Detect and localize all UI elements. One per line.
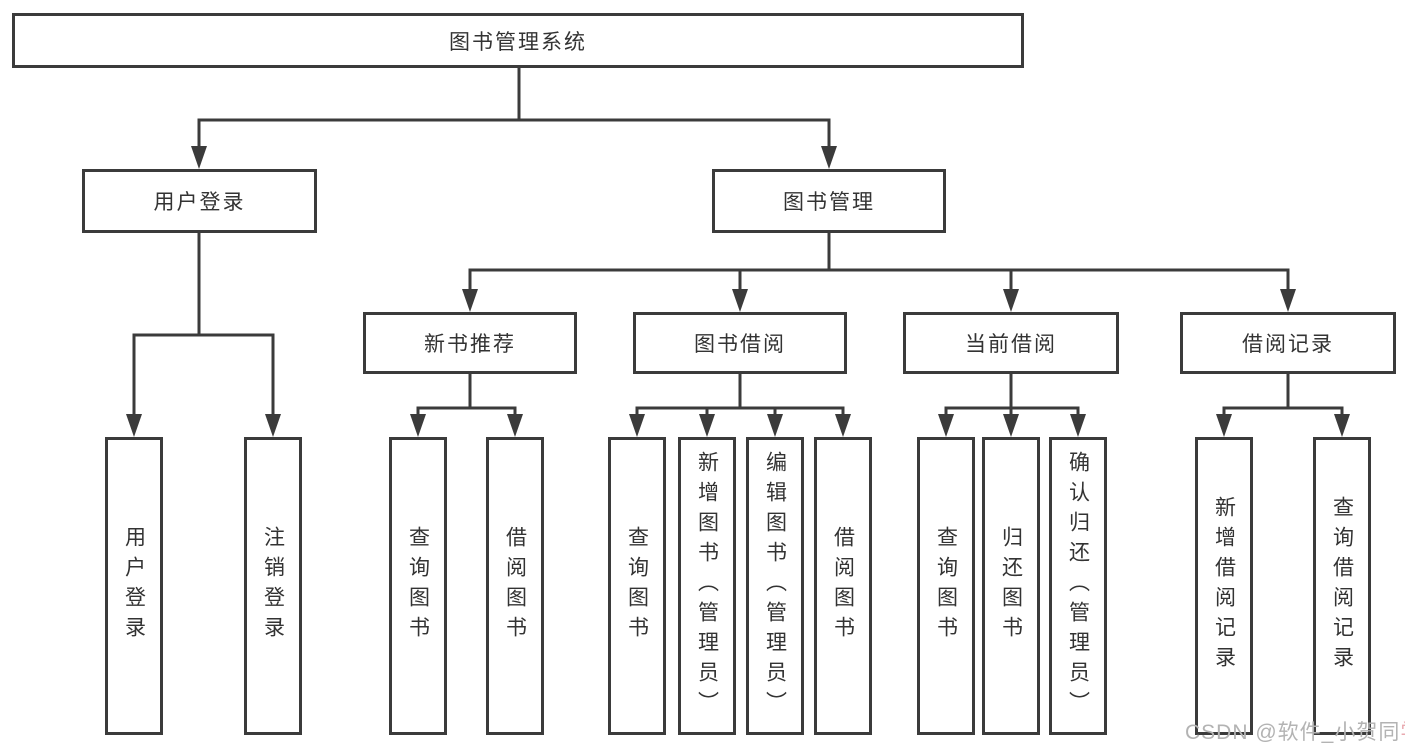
node-user-login: 用户登录 [82, 169, 317, 233]
leaf-label: 借阅图书 [503, 526, 527, 646]
node-library-management-system: 图书管理系统 [12, 13, 1024, 68]
edges-user-login-children [126, 233, 281, 437]
edges-new-book-children [410, 374, 523, 437]
arrow-down-icon [1003, 414, 1019, 437]
node-book-borrow: 图书借阅 [633, 312, 847, 374]
leaf-label: 查询图书 [406, 526, 430, 646]
leaf-label: 新增借阅记录 [1212, 496, 1236, 676]
leaf-label: 编辑图书（管理员） [763, 451, 787, 721]
leaf-label: 归还图书 [999, 526, 1023, 646]
arrow-down-icon [732, 289, 748, 312]
edges-current-borrow-children [938, 374, 1086, 437]
node-new-book-recommend: 新书推荐 [363, 312, 577, 374]
node-leaf-return-books: 归还图书 [982, 437, 1040, 735]
node-borrow-record: 借阅记录 [1180, 312, 1396, 374]
edges-root-to-level2 [191, 67, 837, 169]
node-leaf-borrow-books: 借阅图书 [486, 437, 544, 735]
node-leaf-add-borrow-record: 新增借阅记录 [1195, 437, 1253, 735]
edges-borrow-record-children [1216, 374, 1350, 437]
leaf-label: 借阅图书 [831, 526, 855, 646]
node-leaf-borrow-books: 借阅图书 [814, 437, 872, 735]
node-leaf-add-books-admin: 新增图书（管理员） [678, 437, 736, 735]
node-leaf-edit-books-admin: 编辑图书（管理员） [746, 437, 804, 735]
leaf-label: 用户登录 [122, 526, 146, 646]
node-current-borrow: 当前借阅 [903, 312, 1119, 374]
arrow-down-icon [1216, 414, 1232, 437]
arrow-down-icon [191, 146, 207, 169]
leaf-label: 查询图书 [934, 526, 958, 646]
arrow-down-icon [126, 414, 142, 437]
arrow-down-icon [938, 414, 954, 437]
arrow-down-icon [1280, 289, 1296, 312]
leaf-label: 确认归还（管理员） [1066, 451, 1090, 721]
node-leaf-user-login: 用户登录 [105, 437, 163, 735]
arrow-down-icon [767, 414, 783, 437]
edges-book-management-children [462, 233, 1296, 312]
node-leaf-logout: 注销登录 [244, 437, 302, 735]
leaf-label: 新增图书（管理员） [695, 451, 719, 721]
node-leaf-query-books: 查询图书 [917, 437, 975, 735]
arrow-down-icon [410, 414, 426, 437]
arrow-down-icon [835, 414, 851, 437]
arrow-down-icon [1334, 414, 1350, 437]
arrow-down-icon [821, 146, 837, 169]
leaf-label: 注销登录 [261, 526, 285, 646]
arrow-down-icon [265, 414, 281, 437]
arrow-down-icon [1003, 289, 1019, 312]
arrow-down-icon [699, 414, 715, 437]
node-leaf-query-books: 查询图书 [389, 437, 447, 735]
arrow-down-icon [629, 414, 645, 437]
arrow-down-icon [462, 289, 478, 312]
leaf-label: 查询借阅记录 [1330, 496, 1354, 676]
node-leaf-confirm-return-admin: 确认归还（管理员） [1049, 437, 1107, 735]
arrow-down-icon [1070, 414, 1086, 437]
node-book-management: 图书管理 [712, 169, 946, 233]
edges-book-borrow-children [629, 374, 851, 437]
leaf-label: 查询图书 [625, 526, 649, 646]
node-leaf-query-borrow-record: 查询借阅记录 [1313, 437, 1371, 735]
arrow-down-icon [507, 414, 523, 437]
node-leaf-query-books: 查询图书 [608, 437, 666, 735]
